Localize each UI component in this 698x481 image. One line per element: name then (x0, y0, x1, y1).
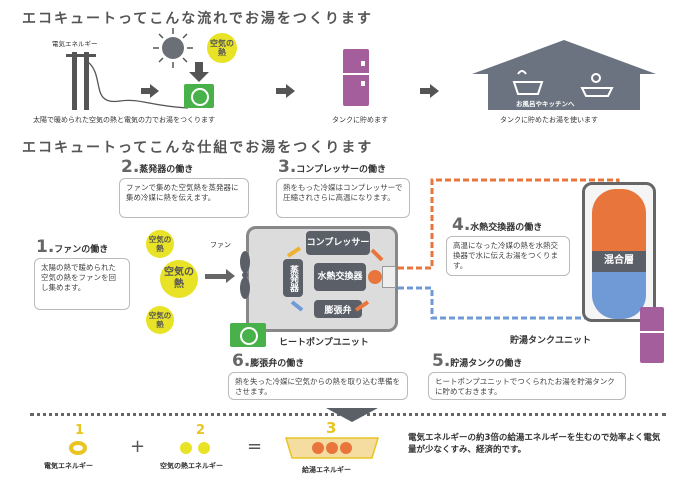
step-5-heading: 貯湯タンクの働き (450, 359, 523, 369)
step-4-heading: 水熱交換器の働き (470, 223, 543, 233)
eq-label-1: 電気エネルギー (44, 462, 93, 470)
hot-refrigerant-icon (368, 270, 382, 284)
step-3-heading: コンプレッサーの働き (296, 165, 387, 175)
fan-icon (240, 251, 250, 299)
tank-unit-label: 貯湯タンクユニット (510, 336, 592, 346)
equals-sign: = (247, 436, 263, 457)
tank-unit-small-icon (640, 307, 664, 363)
air-heat-bubble-top: 空気の熱 (207, 33, 237, 63)
step-1-box: 太陽の熱で暖められた空気の熱をファンを回し集めます。 (34, 258, 130, 310)
expansion-valve-box: 膨張弁 (314, 300, 362, 318)
fan-label: ファン (210, 241, 231, 249)
step-6-box: 熱を失った冷媒に空気からの熱を取り込む準備をさせます。 (228, 372, 408, 400)
eq-number-2: 2 (196, 423, 206, 438)
arrow-right-icon (150, 84, 159, 98)
step-3-box: 熱をもった冷媒はコンプレッサーで圧縮されさらに高温になります。 (276, 178, 410, 218)
step-1-heading: ファンの働き (54, 245, 109, 255)
eq-label-2: 空気の熱エネルギー (160, 462, 223, 470)
equation-summary: 電気エネルギーの約3倍の給湯エネルギーを生むので効率よく電気量が少なくすみ、経済… (408, 433, 661, 455)
mid-section-title: エコキュートってこんな仕組でお湯をつくります (22, 140, 374, 156)
step-4-box: 高温になった冷媒の熱を水熱交換器で水に伝えお湯をつくります。 (446, 236, 570, 276)
step-5-title: 5.貯湯タンクの働き (432, 351, 522, 371)
heat-exchanger-box: 水熱交換器 (314, 263, 366, 291)
heatpump-small-icon (230, 323, 266, 347)
step-2-number: 2. (121, 157, 140, 177)
air-heat-dot-icon (180, 442, 192, 454)
top-caption-1: 太陽で暖められた空気の熱と電気の力でお湯をつくります (33, 116, 215, 124)
eq-number-3: 3 (326, 419, 337, 437)
down-triangle-icon (326, 408, 378, 422)
plus-sign: + (130, 436, 146, 457)
air-arrow-stem (205, 274, 227, 279)
compressor-box: コンプレッサー (306, 231, 370, 255)
step-6-title: 6.膨張弁の働き (232, 351, 304, 371)
arrow-stem (141, 88, 151, 94)
pipe-connector (382, 266, 396, 288)
arrow-right-icon (430, 84, 439, 98)
step-1-title: 1.ファンの働き (36, 237, 108, 257)
step-5-number: 5. (432, 351, 451, 371)
step-2-box: ファンで集めた空気熱を蒸発器に集め冷媒に熱を伝えます。 (119, 178, 249, 218)
refrigerant-flow-arrows (286, 246, 384, 312)
down-arrow-icon (189, 62, 209, 82)
top-section-title: エコキュートってこんな流れでお湯をつくります (22, 11, 373, 27)
tank-water (592, 189, 646, 319)
step-4-number: 4. (452, 215, 471, 235)
step-6-number: 6. (232, 351, 251, 371)
step-1-number: 1. (36, 237, 55, 257)
air-heat-dot-icon (198, 442, 210, 454)
step-3-title: 3.コンプレッサーの働き (278, 157, 386, 177)
house-icon (472, 40, 656, 110)
house-label: お風呂やキッチンへ (516, 100, 575, 108)
top-caption-3: タンクに貯めたお湯を使います (500, 116, 598, 124)
electric-energy-icon (69, 441, 87, 455)
air-heat-bubble-1: 空気の熱 (146, 230, 174, 258)
top-caption-2: タンクに貯めます (332, 116, 388, 124)
tank-icon (343, 49, 369, 106)
arrow-right-icon (286, 84, 295, 98)
air-arrow-icon (226, 269, 235, 283)
arrow-stem (420, 88, 431, 94)
eq-label-3: 給湯エネルギー (302, 466, 351, 474)
heatpump-unit-label: ヒートポンプユニット (279, 338, 369, 348)
electric-energy-label: 電気エネルギー (52, 40, 98, 48)
air-heat-bubble-3: 空気の熱 (146, 306, 174, 334)
power-line-icon (66, 52, 189, 110)
air-heat-bubble-2: 空気の熱 (160, 260, 198, 298)
evaporator-box: 蒸発器 (283, 259, 303, 297)
step-3-number: 3. (278, 157, 297, 177)
step-4-title: 4.水熱交換器の働き (452, 215, 542, 235)
bathtub-icon (284, 437, 380, 459)
heatpump-unit-icon (184, 84, 214, 108)
sun-icon (153, 28, 193, 68)
step-6-heading: 膨張弁の働き (250, 359, 305, 369)
step-2-heading: 蒸発器の働き (139, 165, 194, 175)
mix-layer-label: 混合層 (604, 255, 634, 266)
step-2-title: 2.蒸発器の働き (121, 157, 193, 177)
step-5-box: ヒートポンプユニットでつくられたお湯を貯湯タンクに貯めておきます。 (428, 372, 626, 400)
eq-number-1: 1 (75, 423, 85, 438)
arrow-stem (276, 88, 287, 94)
